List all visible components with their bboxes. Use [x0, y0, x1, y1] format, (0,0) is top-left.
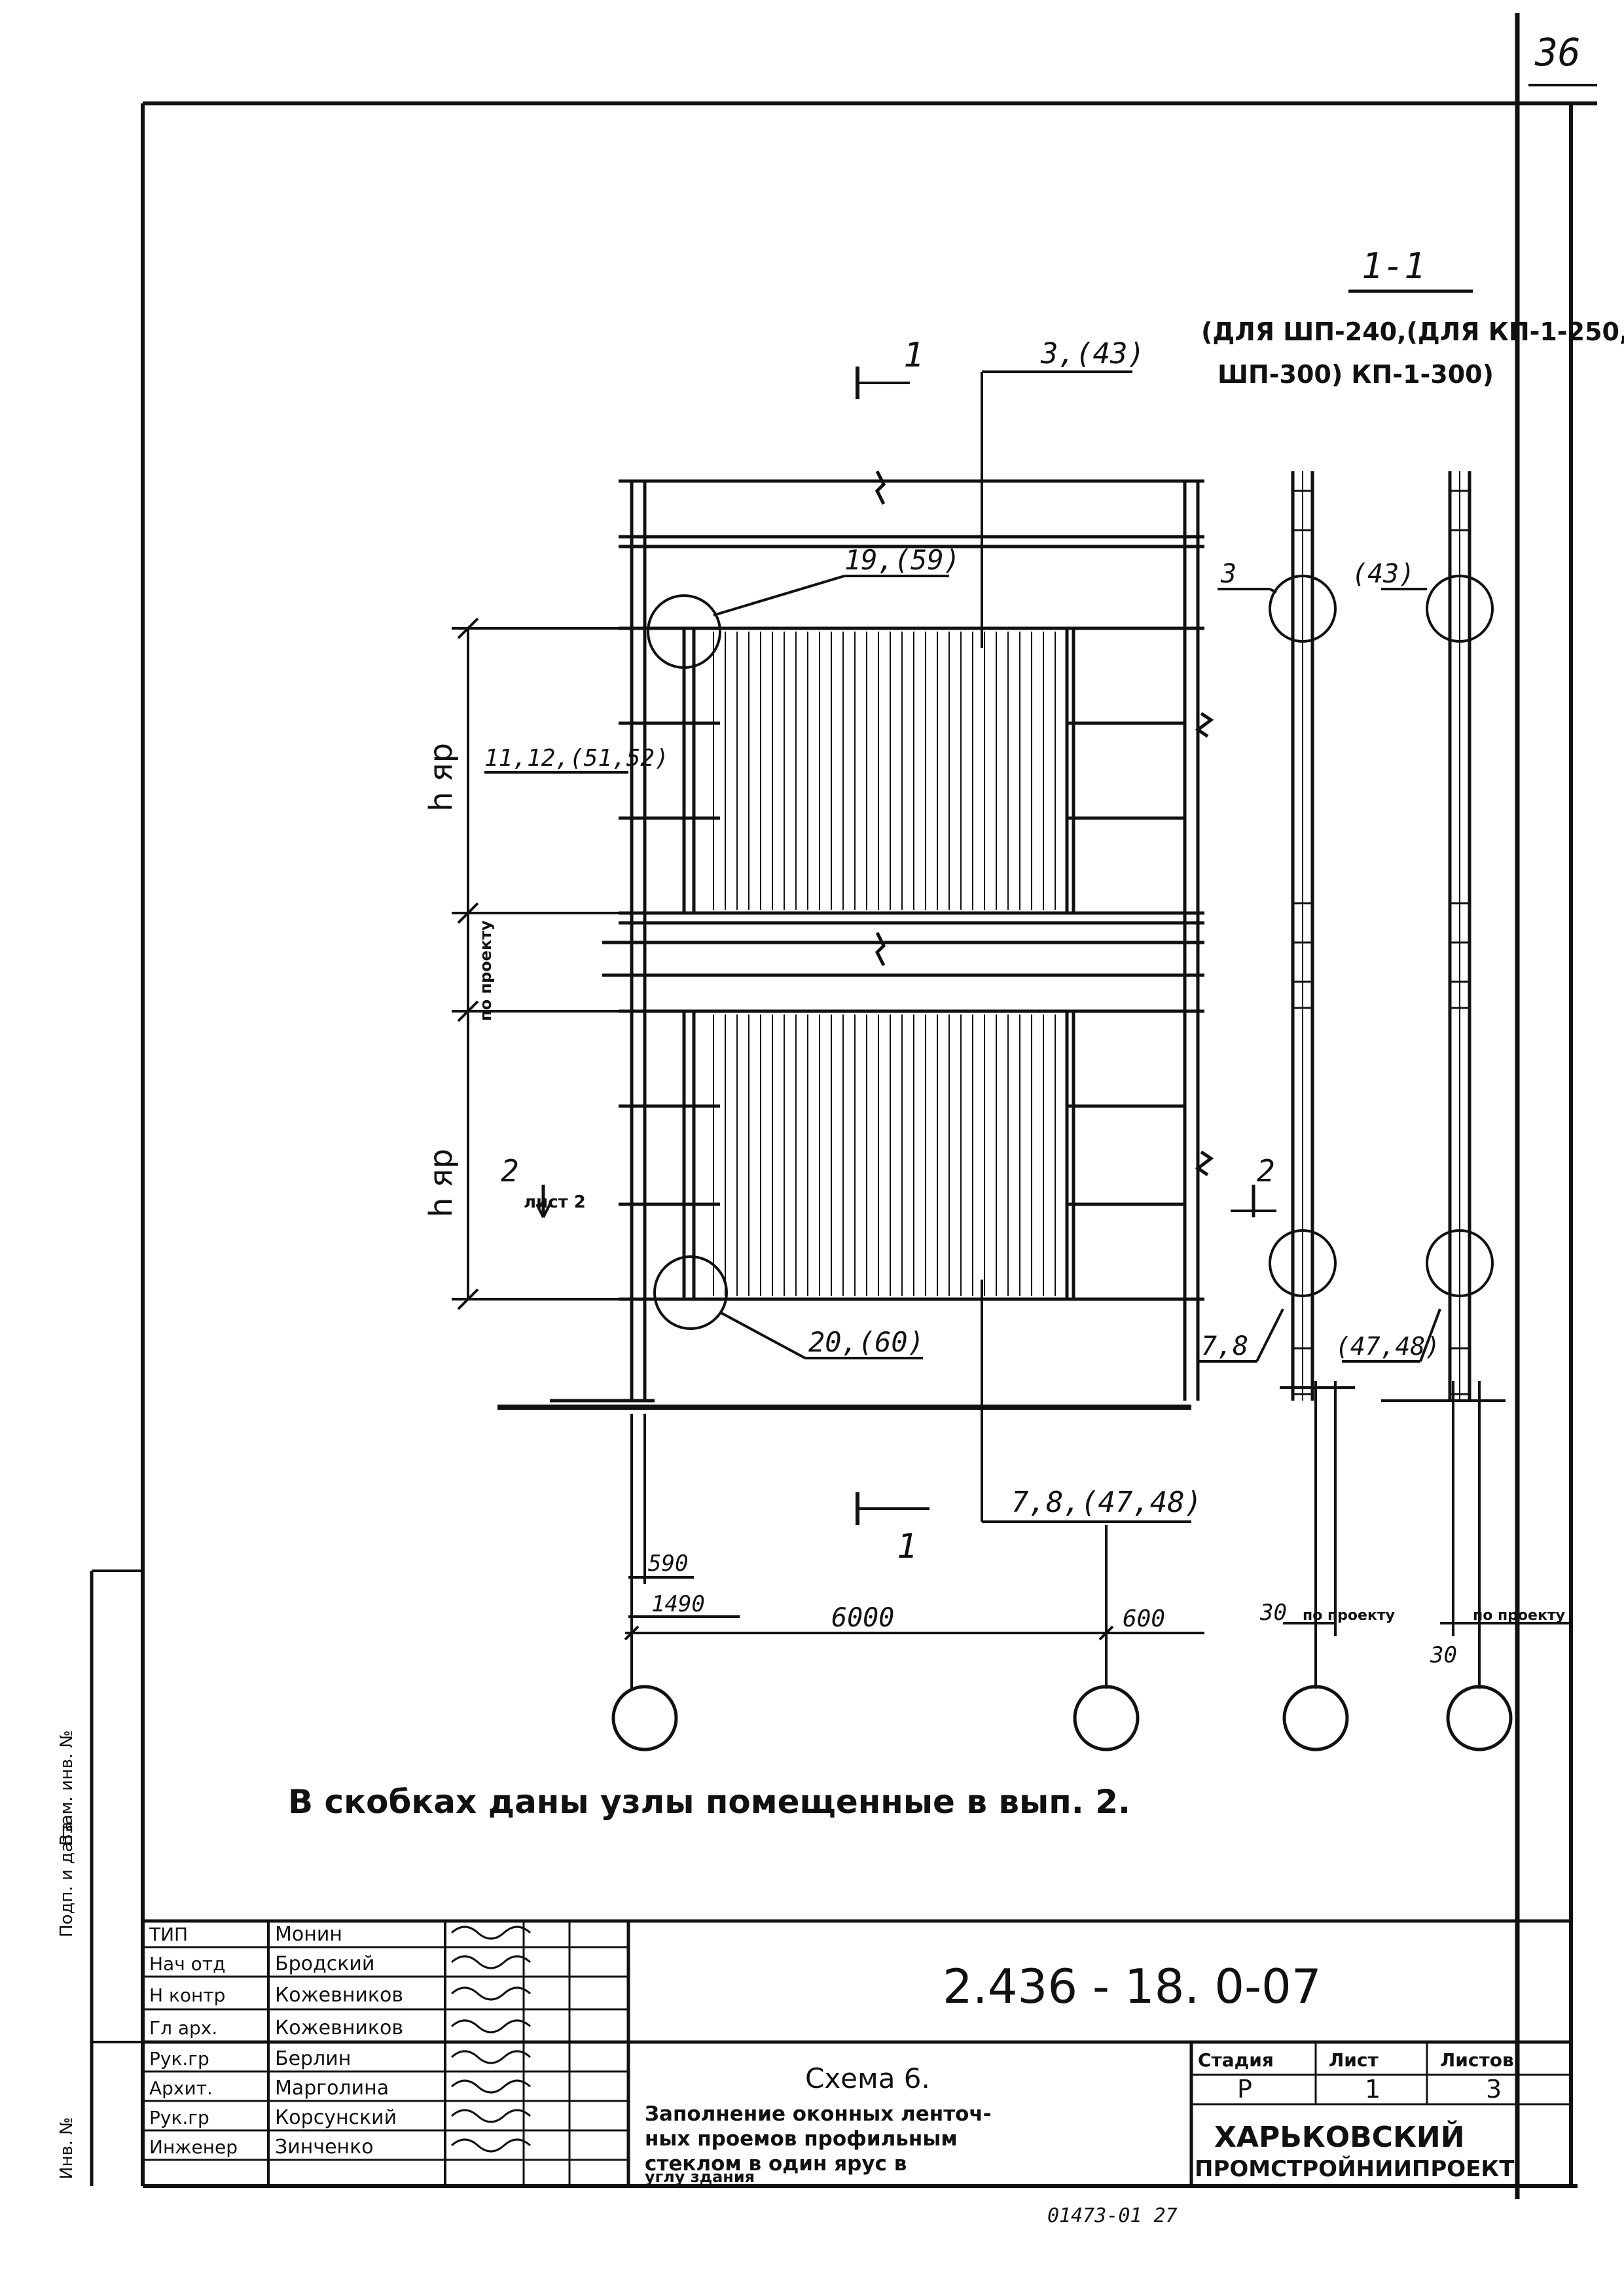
glass-stripes-upper	[713, 632, 1056, 910]
bottom-code: 01473-01 27	[1047, 2204, 1178, 2227]
role-label: Рук.гр	[149, 2048, 209, 2070]
scheme-title: Схема 6.	[805, 2062, 930, 2094]
cut-label-top: 1	[903, 336, 924, 375]
vertical-dimensions	[452, 617, 628, 1310]
horizontal-dimensions	[624, 1381, 1571, 1689]
dim-6000: 6000	[831, 1603, 894, 1633]
signature	[450, 2050, 532, 2064]
section-note-line2: ШП-300) КП-1-300)	[1218, 360, 1494, 389]
role-name: Монин	[275, 1923, 342, 1946]
org-line1: ХАРЬКОВСКИЙ	[1214, 2119, 1465, 2154]
callout-bottom-ref: 7,8,(47,48)	[1011, 1486, 1202, 1519]
axis-bubbles	[611, 1685, 1513, 1751]
signature	[450, 2019, 532, 2034]
dim-by-project-1: по проекту	[1303, 1607, 1395, 1624]
section-left-node-top	[1269, 575, 1337, 643]
glass-stripes-lower	[713, 1014, 1056, 1296]
section-left-top-ref: 3	[1220, 559, 1236, 589]
axis-bubble	[1446, 1685, 1513, 1751]
margin-stamp-replace: Взам. инв. №	[57, 1730, 77, 1846]
dim-30-right: 30	[1430, 1642, 1457, 1668]
elevation	[497, 470, 1214, 1410]
section-right-bottom-ref: (47,48)	[1335, 1332, 1440, 1361]
scheme-desc-2: ных проемов профильным	[645, 2127, 958, 2151]
section-right-top-ref: (43)	[1352, 559, 1415, 589]
section-right	[1342, 471, 1506, 1402]
section-right-node-bottom	[1426, 1229, 1494, 1297]
signature	[450, 2109, 532, 2123]
axis-bubble	[1282, 1685, 1349, 1751]
role-label: Инженер	[149, 2136, 238, 2158]
signature	[450, 2138, 532, 2153]
stage-value: Р	[1237, 2075, 1252, 2104]
section-left-bottom-ref: 7,8	[1201, 1331, 1248, 1361]
signature	[450, 1986, 532, 2001]
margin-stamp-inv: Инв. №	[57, 2117, 77, 2179]
dim-1490: 1490	[651, 1591, 705, 1617]
section-title: 1-1	[1362, 245, 1426, 287]
cut-label-bottom: 1	[897, 1527, 917, 1566]
role-label: Нач отд	[149, 1953, 225, 1975]
callout-top-ref: 3,(43)	[1040, 337, 1145, 370]
dim-by-project-2: по проекту	[1473, 1607, 1565, 1624]
dim-by-project-vertical: по проекту	[477, 920, 495, 1021]
callout-node-bottom-left: 20,(60)	[808, 1326, 924, 1358]
role-name: Зинченко	[275, 2136, 374, 2159]
section-note-line1: (ДЛЯ ШП-240,(ДЛЯ КП-1-250,	[1201, 317, 1624, 346]
stage-header: Стадия	[1198, 2049, 1274, 2071]
dim-590: 590	[648, 1551, 688, 1577]
axis-bubble	[1073, 1685, 1140, 1751]
role-label: Рук.гр	[149, 2107, 209, 2128]
role-name: Корсунский	[275, 2106, 397, 2129]
node-circle-top-left	[647, 594, 721, 669]
sheet-header: Лист	[1329, 2049, 1379, 2071]
org-line2: ПРОМСТРОЙНИИПРОЕКТ	[1195, 2155, 1515, 2182]
section-left	[1198, 471, 1355, 1401]
sheets-value: 3	[1486, 2075, 1502, 2104]
bracket-note: В скобках даны узлы помещенные в вып. 2.	[288, 1783, 1130, 1821]
scheme-desc-1: Заполнение оконных ленточ-	[645, 2102, 992, 2126]
callout-side-ref: 11,12,(51,52)	[484, 745, 669, 772]
role-name: Кожевников	[275, 2017, 403, 2039]
dim-h-tier-top: h яр	[423, 743, 460, 812]
sheets-header: Листов	[1440, 2049, 1514, 2071]
dim-600: 600	[1123, 1605, 1165, 1632]
signature	[450, 1926, 532, 1940]
cut2-sheet: лист 2	[524, 1193, 586, 1212]
scheme-desc-4: углу здания	[645, 2168, 755, 2186]
role-name: Марголина	[275, 2077, 389, 2100]
role-name: Бродский	[275, 1952, 374, 1975]
role-label: ТИП	[149, 1924, 188, 1945]
role-label: Архит.	[149, 2077, 213, 2099]
scheme-desc-3: стеклом в один ярус в	[645, 2152, 907, 2176]
section-left-node-bottom	[1269, 1229, 1337, 1297]
section-right-node-top	[1426, 575, 1494, 643]
role-label: Н контр	[149, 1984, 225, 2006]
node-circle-bottom-left	[653, 1255, 728, 1330]
role-name: Кожевников	[275, 1984, 403, 2007]
callout-node-top-left: 19,(59)	[844, 544, 960, 576]
sheet-value: 1	[1365, 2075, 1380, 2104]
dim-h-tier-bottom: h яр	[423, 1149, 460, 1217]
doc-code: 2.436 - 18. 0-07	[943, 1959, 1322, 2014]
signature	[450, 2079, 532, 2094]
role-label: Гл арх.	[149, 2017, 217, 2039]
axis-bubble	[611, 1685, 678, 1751]
cut2-number: 2	[501, 1153, 519, 1189]
role-name: Берлин	[275, 2047, 351, 2070]
dim-30-left: 30	[1259, 1600, 1287, 1626]
cut2-right: 2	[1257, 1153, 1275, 1189]
signature	[450, 1955, 532, 1969]
sheet-corner-number: 36	[1534, 30, 1581, 75]
margin-stamp-sign: Подп. и дата	[57, 1821, 77, 1937]
